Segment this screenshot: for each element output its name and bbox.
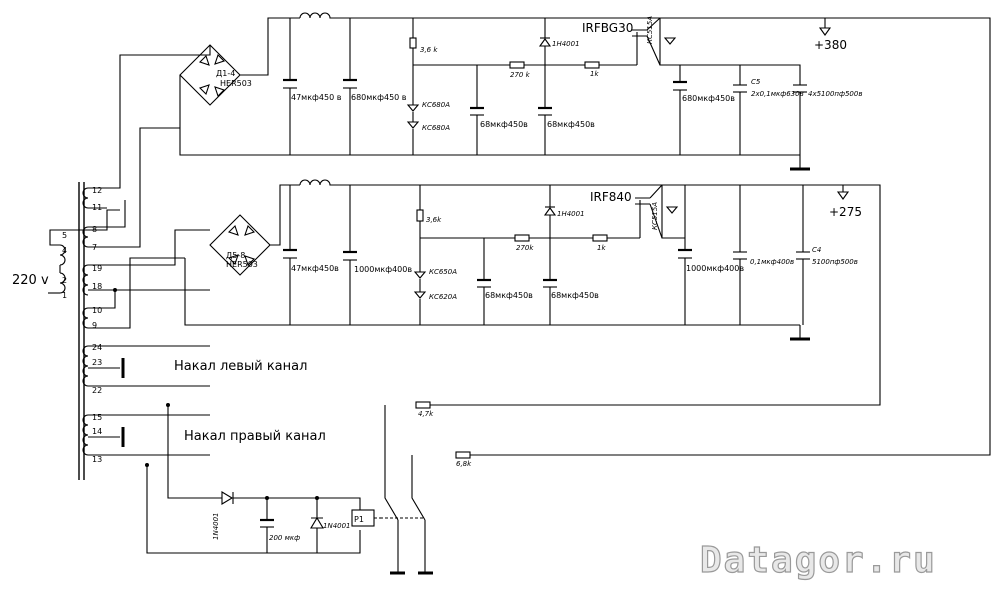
rail-380-circuit: Д1-4 HER503 47мкф450 в 680мкф450 в 3,6 k… xyxy=(179,12,991,456)
heater-right-label: Накал правый канал xyxy=(184,429,326,444)
heater-left-label: Накал левый канал xyxy=(174,359,307,374)
svg-text:22: 22 xyxy=(92,386,102,395)
r2-zg: КС515А xyxy=(651,202,659,230)
r1-d: 1Н4001 xyxy=(552,40,580,48)
r2-c6: 0,1мкф400в xyxy=(750,258,794,266)
rail-275-label: +275 xyxy=(829,205,862,219)
svg-text:14: 14 xyxy=(92,427,102,436)
r2-c2: 1000мкф400в xyxy=(354,265,412,274)
bridge1-part: HER503 xyxy=(220,79,252,88)
r2-c5: 1000мкф400в xyxy=(686,264,744,273)
svg-text:13: 13 xyxy=(92,455,102,464)
r1-z2: КС680А xyxy=(422,124,450,132)
delay-r2: 6,8k xyxy=(456,460,472,468)
r2-c7-ref: C4 xyxy=(812,246,821,254)
mosfet1-label: IRFBG30 xyxy=(582,21,633,35)
r1-z1: КС680А xyxy=(422,101,450,109)
r1-c7: 4х5100пф500в xyxy=(808,90,862,98)
svg-text:10: 10 xyxy=(92,306,102,315)
svg-text:4: 4 xyxy=(62,246,67,255)
r1-c2: 680мкф450 в xyxy=(351,93,407,102)
svg-text:5: 5 xyxy=(62,231,67,240)
r1-c4: 68мкф450в xyxy=(547,120,595,129)
svg-text:8: 8 xyxy=(92,225,97,234)
svg-text:2: 2 xyxy=(62,276,67,285)
delay-circuit: 1N4001 200 мкф 1N4001 P1 4,7k 6,8k xyxy=(145,401,990,575)
r2-r-gate: 1k xyxy=(597,244,606,252)
r2-r-div: 3,6k xyxy=(426,216,442,224)
svg-text:24: 24 xyxy=(92,343,102,352)
delay-d1: 1N4001 xyxy=(212,512,220,540)
delay-d2: 1N4001 xyxy=(323,522,351,530)
r2-c7: 5100пф500в xyxy=(812,258,858,266)
r1-c6-ref: C5 xyxy=(751,78,761,86)
r1-r-div: 3,6 k xyxy=(420,46,438,54)
rail-380-label: +380 xyxy=(814,38,847,52)
svg-text:9: 9 xyxy=(92,321,97,330)
mosfet2-label: IRF840 xyxy=(590,190,632,204)
secondary-wiring xyxy=(88,45,211,456)
bridge1-name: Д1-4 xyxy=(216,69,235,78)
r2-c3: 68мкф450в xyxy=(485,291,533,300)
pin-numbers: 12 11 8 7 5 4 2 1 19 18 10 9 24 23 22 15… xyxy=(62,186,102,464)
mains-label: 220 v xyxy=(12,273,49,288)
bridge2-diodes xyxy=(227,224,256,267)
r1-c1: 47мкф450 в xyxy=(291,93,342,102)
r2-c4: 68мкф450в xyxy=(551,291,599,300)
svg-text:19: 19 xyxy=(92,264,102,273)
svg-text:18: 18 xyxy=(92,282,102,291)
transformer xyxy=(48,182,120,480)
r1-zg: КС515А xyxy=(646,16,654,44)
r1-c3: 68мкф450в xyxy=(480,120,528,129)
relay-p1: P1 xyxy=(354,515,364,524)
bridge2-part: HER503 xyxy=(226,260,258,269)
delay-r1: 4,7k xyxy=(418,410,434,418)
watermark: Datagor.ru xyxy=(700,540,937,581)
r2-r-g: 270k xyxy=(516,244,534,252)
r2-z2: КС620А xyxy=(429,293,457,301)
rail-275-circuit: Д5-8 HER503 47мкф450в 1000мкф400в 3,6k К… xyxy=(184,179,881,406)
svg-text:23: 23 xyxy=(92,358,102,367)
r1-r-g: 270 k xyxy=(510,71,531,79)
r1-r-gate: 1k xyxy=(590,70,599,78)
svg-text:1: 1 xyxy=(62,291,67,300)
r1-c6: 2х0,1мкф630в xyxy=(751,90,804,98)
r1-c5: 680мкф450в xyxy=(682,94,735,103)
r2-z1: КС650А xyxy=(429,268,457,276)
svg-text:15: 15 xyxy=(92,413,102,422)
r2-c1: 47мкф450в xyxy=(291,264,339,273)
r2-d: 1Н4001 xyxy=(557,210,585,218)
delay-c: 200 мкф xyxy=(269,534,300,542)
svg-text:12: 12 xyxy=(92,186,102,195)
bridge1-diodes xyxy=(198,53,226,98)
